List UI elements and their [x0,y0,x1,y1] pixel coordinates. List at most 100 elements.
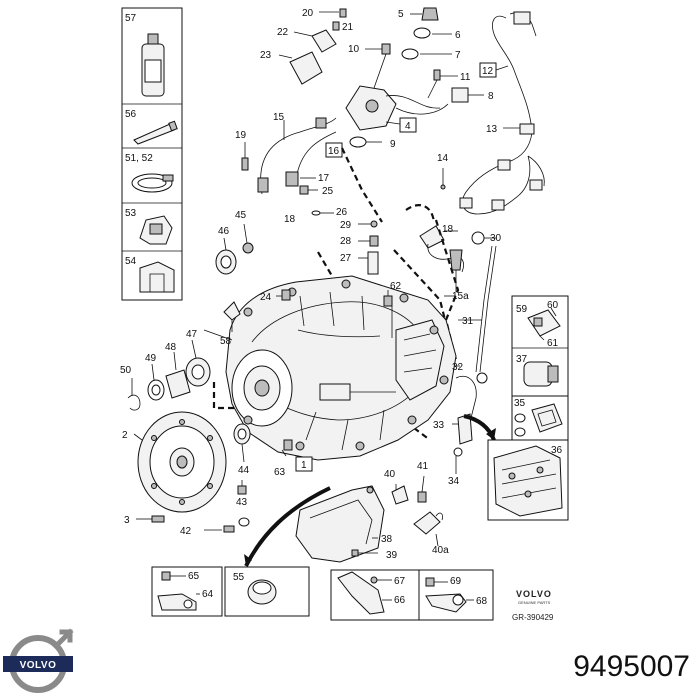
callout-58: 58 [220,336,232,347]
callout-6: 6 [455,30,461,41]
callout-16: 16 [328,146,340,157]
callout-48: 48 [165,342,177,353]
callout-20: 20 [302,8,314,19]
callout-29: 29 [340,220,352,231]
callout-18-right: 18 [442,224,454,235]
part-54-bracket [139,261,175,293]
callout-35: 35 [514,398,526,409]
callout-11: 11 [460,72,471,83]
callout-53: 53 [125,208,137,219]
callout-30: 30 [490,233,502,244]
callout-34: 34 [448,476,460,487]
callout-60: 60 [547,300,559,311]
part-57-fluid-bottle [141,33,165,97]
center-sensor-stack [311,210,496,292]
callout-59: 59 [516,304,528,315]
callout-61: 61 [547,338,559,349]
callout-51-52: 51, 52 [125,153,153,164]
part-51-52-clamp [131,173,174,193]
callout-44: 44 [238,465,250,476]
diagram-reference: GR-390429 [512,613,554,622]
callout-15a: 15a [452,291,469,302]
left-inset-column: 57 56 51, 52 53 54 [121,7,183,301]
callout-46: 46 [218,226,230,237]
callout-69: 69 [450,576,462,587]
torque-converter [133,411,251,533]
callout-50: 50 [120,365,132,376]
callout-33: 33 [433,420,445,431]
callout-54: 54 [125,256,137,267]
diagram-brand-mark: VOLVO GENUINE PARTS GR-390429 [512,589,554,622]
callout-5: 5 [398,9,404,20]
callout-49: 49 [145,353,157,364]
callout-31: 31 [462,316,474,327]
callout-47: 47 [186,329,198,340]
callout-40: 40 [384,469,396,480]
leader-lines [203,295,482,367]
volvo-logo-text: VOLVO [20,660,57,671]
callout-64: 64 [202,589,214,600]
dipstick-tube [391,245,497,547]
part-53-clip [139,215,173,245]
callout-labels: 20 21 22 23 10 5 6 7 11 12 8 4 9 16 13 1… [120,8,563,607]
callout-37: 37 [516,354,528,365]
callout-7: 7 [455,50,461,61]
callout-57: 57 [125,13,137,24]
callout-27: 27 [340,253,352,264]
callout-65: 65 [188,571,200,582]
callout-4: 4 [405,121,411,132]
callout-39: 39 [386,550,398,561]
callout-42: 42 [180,526,192,537]
callout-1: 1 [301,460,307,471]
callout-25: 25 [322,186,334,197]
callout-38: 38 [381,534,393,545]
callout-45: 45 [235,210,247,221]
callout-18-upper: 18 [284,214,296,225]
bottom-inset-group [151,566,494,621]
top-sensor-group [278,7,484,158]
callout-13: 13 [486,124,498,135]
callout-26: 26 [336,207,348,218]
callout-8: 8 [488,91,494,102]
callout-19: 19 [235,130,247,141]
seal-group-45-46 [215,223,254,275]
small-volvo-wordmark: VOLVO [516,589,552,599]
volvo-logo-band [3,656,73,672]
small-volvo-subtext: GENUINE PARTS [518,600,551,605]
callout-24: 24 [260,292,272,303]
callout-21: 21 [342,22,354,33]
housing-bolts [223,289,393,457]
callout-17: 17 [318,173,330,184]
callout-55: 55 [233,572,245,583]
callout-66: 66 [394,595,406,606]
volvo-logo: VOLVO [3,628,74,693]
callout-56: 56 [125,109,137,120]
callout-22: 22 [277,27,289,38]
wiring-harness [440,11,545,215]
callout-36: 36 [551,445,563,456]
callout-63: 63 [274,467,286,478]
callout-41: 41 [417,461,429,472]
callout-2: 2 [122,430,128,441]
oil-pan [244,485,385,567]
callout-23: 23 [260,50,272,61]
callout-28: 28 [340,236,352,247]
callout-67: 67 [394,576,406,587]
callout-68: 68 [476,596,488,607]
transmission-housing [225,275,457,472]
callout-9: 9 [390,139,396,150]
callout-12: 12 [482,66,494,77]
right-inset-group [487,295,569,521]
callout-32: 32 [452,362,464,373]
part-56-grease-tube [133,120,178,145]
callout-10: 10 [348,44,360,55]
callout-3: 3 [124,515,130,526]
callout-43: 43 [236,497,248,508]
speed-sensor-group [241,117,337,195]
shaft-seal-set [127,339,211,411]
callout-40a: 40a [432,545,449,556]
callout-14: 14 [437,153,449,164]
callout-15: 15 [273,112,285,123]
part-number: 9495007 [573,650,690,683]
